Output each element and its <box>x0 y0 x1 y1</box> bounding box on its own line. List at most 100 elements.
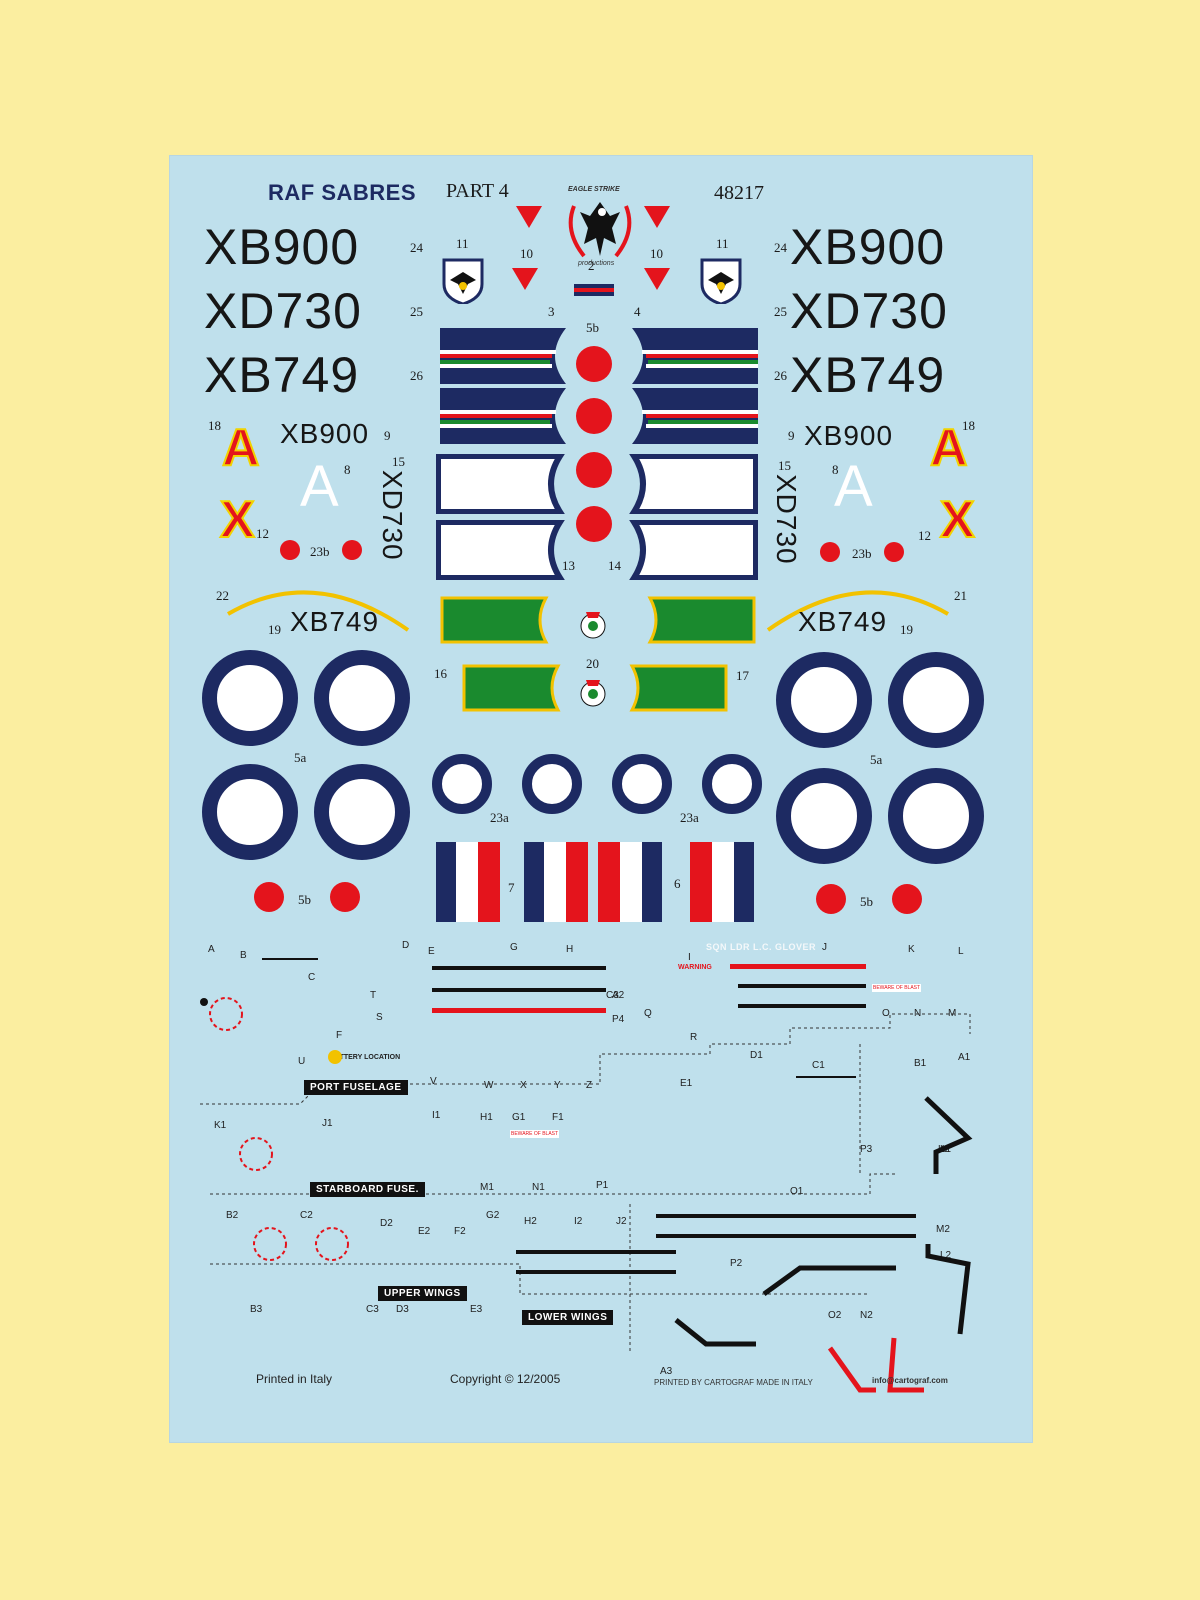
stencil-label: G <box>510 942 518 953</box>
stencil-label: C1 <box>812 1060 825 1071</box>
decal-number: 26 <box>774 368 787 383</box>
code-letter-x-red: X <box>219 491 256 549</box>
walkway-line <box>432 988 606 992</box>
refuel-circle-stencil <box>253 1227 287 1261</box>
walkway-line <box>730 964 866 969</box>
walkway-chevron-decal <box>674 1318 756 1347</box>
stencil-label: U <box>298 1056 306 1067</box>
walkway-chevron-decal <box>887 1337 924 1393</box>
roundel-small-decal <box>522 754 582 814</box>
decal-number: 19 <box>900 622 913 637</box>
stencil-label: A2 <box>612 990 625 1001</box>
refuel-circle-stencil <box>315 1227 349 1261</box>
squadron-bar-decal <box>628 388 758 449</box>
stencil-label: K <box>908 944 915 955</box>
stencil-label: O2 <box>828 1310 842 1321</box>
decal-number: 16 <box>434 666 447 681</box>
stencil-label: C3 <box>366 1304 379 1315</box>
stencil-label: N <box>914 1008 922 1019</box>
stencil-label: Z <box>586 1080 593 1091</box>
serial-xb749-large: XB749 <box>204 347 360 403</box>
decal-number: 15 <box>392 454 405 469</box>
walkway-chevron-decal <box>827 1346 876 1393</box>
decal-number: 8 <box>832 462 839 477</box>
stencil-label: O1 <box>790 1186 804 1197</box>
stencil-label: J2 <box>616 1216 627 1227</box>
decal-number: 9 <box>384 428 391 443</box>
roundel-small-decal <box>432 754 492 814</box>
squadron-badge-icon <box>698 258 744 309</box>
serial-xb900-large: XB900 <box>204 219 360 275</box>
decal-number: 21 <box>954 588 967 603</box>
decal-number: 15 <box>778 458 791 473</box>
decal-number: 14 <box>608 558 621 573</box>
flag-stripe-decal <box>574 284 614 296</box>
decal-number: 4 <box>634 304 641 319</box>
serial-xb900-small: XB900 <box>280 418 370 449</box>
ejection-seat-triangle <box>644 206 670 235</box>
serial-xb900-small: XB900 <box>804 420 894 451</box>
stencil-label: H <box>566 944 574 955</box>
green-bar-decal <box>646 596 756 649</box>
stencil-label: L <box>958 946 964 957</box>
starboard-fuselage-label: STARBOARD FUSE. <box>310 1182 425 1197</box>
printed-in-italy: Printed in Italy <box>256 1372 333 1386</box>
decal-number: 5b <box>860 894 873 909</box>
walkway-line <box>516 1270 676 1274</box>
decal-number: 25 <box>410 304 423 319</box>
squadron-bar-decal <box>628 328 758 389</box>
red-dot-decal <box>280 540 300 560</box>
stencil-label: A3 <box>660 1366 673 1377</box>
fin-flash-decal <box>524 842 588 927</box>
stencil-label: H2 <box>524 1216 537 1227</box>
stencil-label: A1 <box>958 1052 971 1063</box>
code-letter-x-red: X <box>939 491 976 549</box>
stencil-label: D <box>402 940 410 951</box>
logo-top-text: EAGLE STRIKE <box>568 186 620 193</box>
warning-stencil: WARNING <box>678 964 712 971</box>
printer-credit: PRINTED BY CARTOGRAF MADE IN ITALY <box>654 1378 813 1387</box>
sheet-title: RAF SABRES <box>268 180 417 205</box>
stencil-label: M <box>948 1008 957 1019</box>
ejection-seat-triangle <box>516 206 542 235</box>
sheet-part: PART 4 <box>446 180 509 202</box>
stencil-label: D2 <box>380 1218 393 1229</box>
red-dot-decal <box>820 542 840 562</box>
roundel-decal <box>888 768 984 864</box>
red-dot-decal <box>576 452 612 488</box>
decal-number: 8 <box>344 462 351 477</box>
ejection-seat-triangle <box>644 268 670 297</box>
roundel-decal <box>776 652 872 748</box>
decal-number: 13 <box>562 558 575 573</box>
crest-badge-icon <box>578 606 608 645</box>
decal-number: 20 <box>586 656 599 671</box>
stencil-label: B1 <box>914 1058 927 1069</box>
stencil-label: E1 <box>680 1078 693 1089</box>
decal-number: 5a <box>294 750 307 765</box>
roundel-decal <box>888 652 984 748</box>
stencil-label: R <box>690 1032 698 1043</box>
walkway-chevron-decal <box>924 1096 973 1174</box>
stencil-label: G2 <box>486 1210 500 1221</box>
decal-number: 3 <box>548 304 555 319</box>
walkway-line <box>656 1214 916 1218</box>
ejection-seat-triangle <box>512 268 538 297</box>
stencil-label: T <box>370 990 377 1001</box>
stencil-label: M1 <box>480 1182 494 1193</box>
decal-number: 25 <box>774 304 787 319</box>
decal-number: 12 <box>256 526 269 541</box>
decal-number: 11 <box>716 236 729 251</box>
decal-number: 19 <box>268 622 281 637</box>
crest-badge-icon <box>578 674 608 713</box>
stencil-label: H1 <box>480 1112 493 1123</box>
decal-number: 26 <box>410 368 423 383</box>
fin-flash-decal <box>690 842 754 927</box>
stencil-label: O <box>882 1008 890 1019</box>
stencil-label: X <box>520 1080 527 1091</box>
walkway-chevron-decal <box>925 1244 971 1335</box>
eagle-strike-logo: EAGLE STRIKE productions <box>562 186 638 276</box>
serial-xd730-vertical: XD730 <box>771 474 802 565</box>
stencil-label: J <box>822 942 827 953</box>
decal-number: 10 <box>650 246 663 261</box>
stencil-label: P1 <box>596 1180 609 1191</box>
